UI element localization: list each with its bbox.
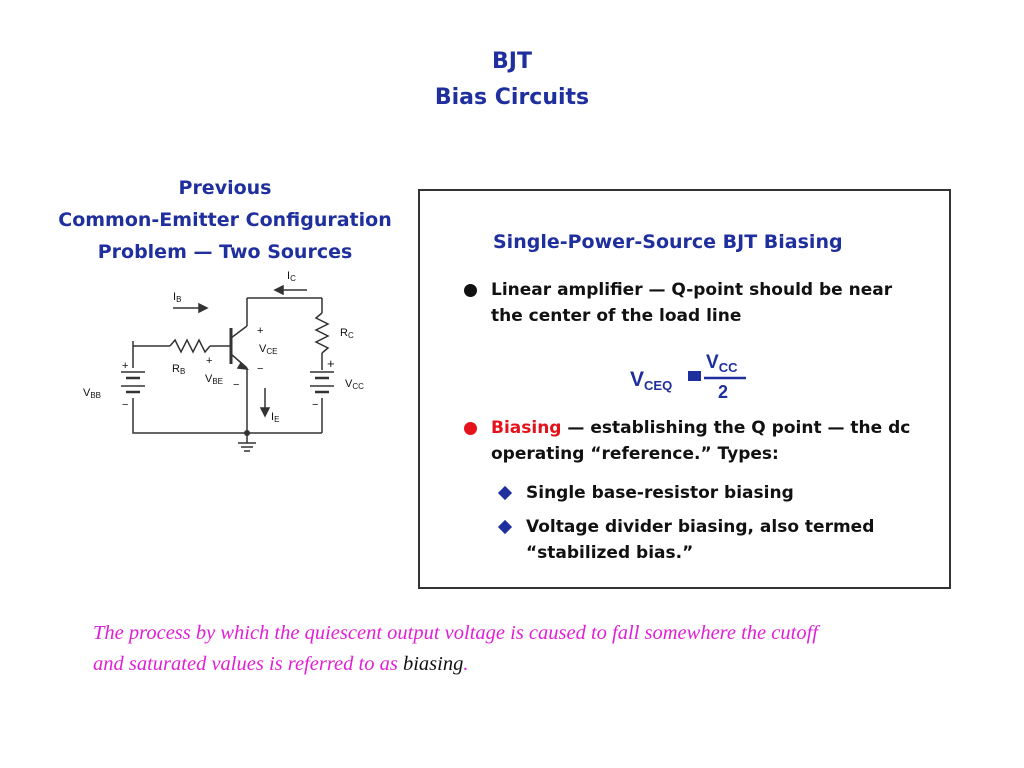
vbe-plus-sign: + [206, 355, 212, 367]
heading-line-3: Problem — Two Sources [97, 241, 353, 263]
biasing-definition-caption: The process by which the quiescent outpu… [93, 618, 853, 680]
title-line-2: Bias Circuits [434, 85, 590, 110]
bullet-2-text: Biasing — establishing the Q point — the… [491, 415, 911, 467]
diamond-bullet-icon [497, 519, 513, 535]
formula-numerator: VCC [706, 352, 738, 375]
vce-plus-sign: + [257, 325, 263, 337]
heading-line-1: Previous [178, 177, 272, 199]
rb-label: RB [172, 363, 185, 376]
bullet-1-text: Linear amplifier — Q-point should be nea… [491, 280, 893, 326]
ib-label: IB [173, 291, 181, 304]
emitter-arrow [236, 361, 250, 370]
diamond-bullet-icon [497, 485, 513, 501]
ie-label: IE [271, 411, 279, 424]
vcc-label: VCC [345, 378, 364, 391]
vceq-formula: VCEQ VCC 2 [630, 346, 780, 410]
vbe-label: VBE [205, 373, 223, 386]
bullet-2-body: — establishing the Q point — the dc oper… [491, 418, 911, 464]
vbb-label: VBB [83, 387, 101, 400]
junction-dot [244, 430, 250, 436]
vbb-minus-sign: − [122, 399, 128, 411]
formula-denominator: 2 [718, 382, 728, 402]
rc-label: RC [340, 327, 354, 340]
sub-item-1-text: Single base-resistor biasing [526, 483, 794, 503]
vce-minus-sign: − [257, 363, 263, 375]
biasing-highlight: Biasing [491, 418, 562, 438]
resistor-rb [169, 338, 211, 354]
previous-problem-heading: Previous Common-Emitter Configuration Pr… [45, 172, 405, 268]
caption-term: biasing [402, 653, 464, 675]
equals-mark [688, 371, 701, 381]
vcc-minus-sign: − [312, 399, 318, 411]
vbe-minus-sign: − [233, 379, 239, 391]
sub-item-2-text: Voltage divider biasing, also termed “st… [526, 517, 875, 563]
biasing-info-panel: Single-Power-Source BJT Biasing Linear a… [418, 189, 951, 589]
vce-label: VCE [259, 343, 277, 356]
title-line-1: BJT [492, 49, 532, 74]
black-bullet-icon [464, 284, 477, 297]
common-emitter-circuit-diagram: IC IB RB RC VCE VBE VBB VCC IE + − + − +… [83, 270, 364, 452]
caption-end: . [463, 653, 469, 675]
ic-label: IC [287, 270, 296, 283]
vbb-plus-sign: + [122, 360, 128, 372]
slide-title: BJT Bias Circuits [0, 44, 1024, 116]
vcc-plus-sign: + [327, 356, 335, 371]
caption-text: The process by which the quiescent outpu… [93, 622, 818, 675]
panel-title: Single-Power-Source BJT Biasing [493, 231, 843, 253]
heading-line-2: Common-Emitter Configuration [58, 209, 392, 231]
red-bullet-icon [464, 422, 477, 435]
formula-lhs: VCEQ [630, 368, 672, 393]
resistor-rc [314, 312, 330, 354]
